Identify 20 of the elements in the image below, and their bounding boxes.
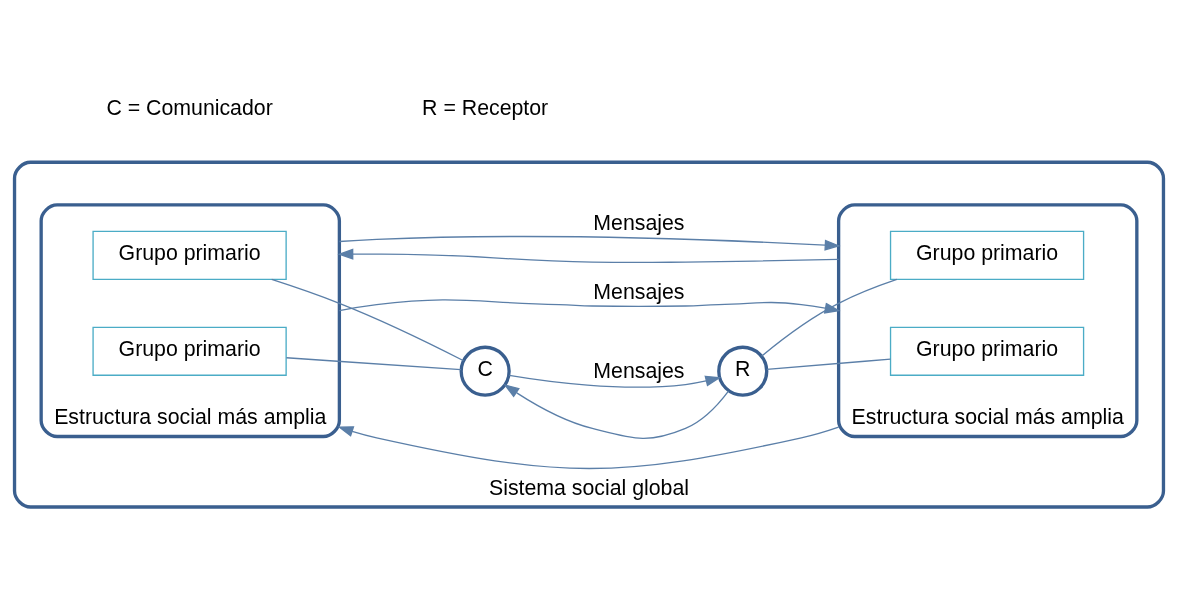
edge-label: Mensajes xyxy=(593,279,685,304)
arrow xyxy=(337,248,840,263)
node-box: Grupo primario xyxy=(92,326,287,376)
arrow xyxy=(503,383,730,439)
arrow xyxy=(337,425,840,469)
node-box: Grupo primario xyxy=(889,230,1085,280)
node-circle: R xyxy=(717,345,769,397)
label: C = Comunicador xyxy=(106,95,273,120)
label: R = Receptor xyxy=(422,95,549,120)
connector xyxy=(766,357,892,370)
edge-label: Mensajes xyxy=(593,210,685,235)
arrow xyxy=(508,374,722,388)
connector xyxy=(271,278,465,361)
connector xyxy=(760,278,898,357)
arrow xyxy=(338,235,841,251)
node-box: Grupo primario xyxy=(92,230,287,280)
node-circle: C xyxy=(459,345,511,397)
node-box: Grupo primario xyxy=(889,326,1085,376)
connector xyxy=(285,356,462,370)
edge-label: Mensajes xyxy=(593,358,685,383)
